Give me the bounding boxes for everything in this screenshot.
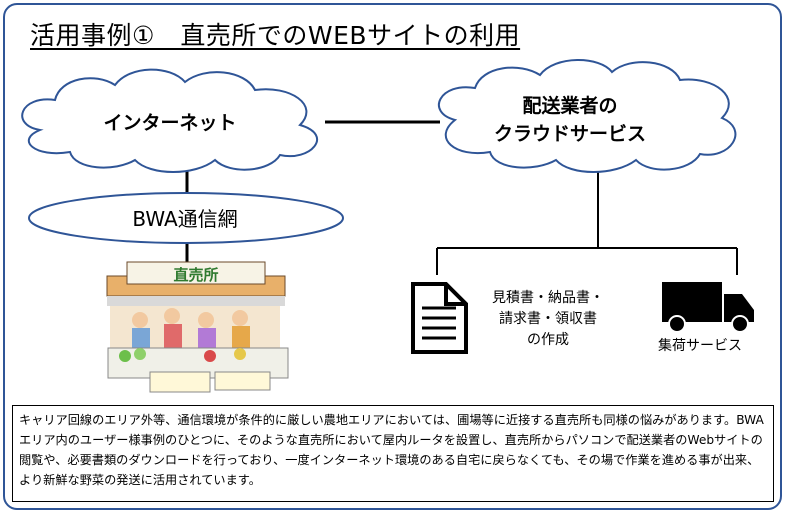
- outer-frame: [3, 3, 782, 510]
- truck-icon: [662, 282, 754, 333]
- internet-label: インターネット: [103, 112, 237, 134]
- document-icon: [411, 282, 468, 354]
- documents-label: 見積書・納品書・ 請求書・領収書 の作成: [492, 290, 604, 348]
- bwa-network-ellipse: [28, 192, 344, 244]
- shop-illustration: 直売所: [106, 261, 289, 393]
- internet-cloud-icon: [21, 68, 319, 173]
- description-box: キャリア回線のエリア外等、通信環境が条件的に厳しい農地エリアにおいては、圃場等に…: [12, 405, 774, 502]
- delivery-cloud-icon: [437, 59, 737, 173]
- page-title: 活用事例① 直売所でのWEBサイトの利用: [30, 21, 521, 50]
- shipping-label: 集荷サービス: [658, 338, 742, 354]
- delivery-cloud-label: 配送業者の クラウドサービス: [493, 95, 646, 145]
- bwa-network-label: BWA通信網: [132, 207, 238, 231]
- shop-sign-text: 直売所: [173, 266, 218, 284]
